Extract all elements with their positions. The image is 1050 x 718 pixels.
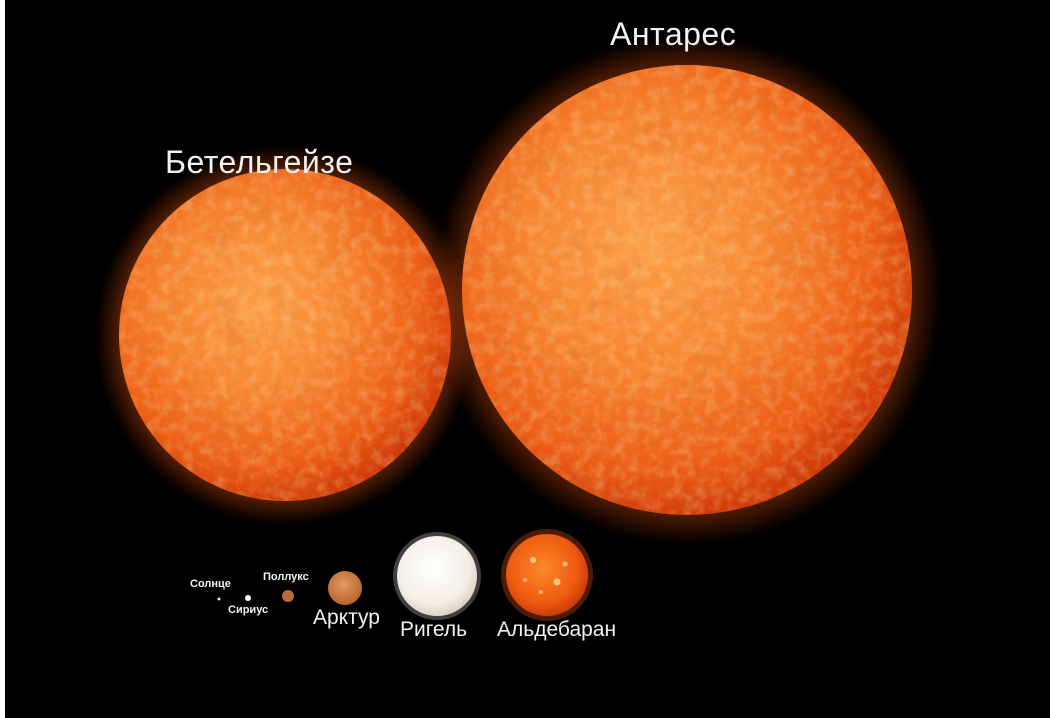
- aldebaran-label: Альдебаран: [497, 618, 617, 641]
- rigel-label: Ригель: [400, 618, 468, 641]
- antares-label: Антарес: [610, 16, 737, 52]
- betelgeuse-star: [95, 145, 475, 525]
- arcturus-label: Арктур: [313, 606, 380, 629]
- pollux-label: Поллукс: [263, 571, 309, 583]
- rigel-star: [393, 532, 481, 620]
- aldebaran-star: [501, 529, 593, 621]
- pollux-star: [282, 590, 294, 602]
- sirius-star: [245, 595, 251, 601]
- antares-star: [432, 35, 942, 545]
- star-size-comparison-image: Антарес Бетельгейзе Солнце Сириус Поллук…: [5, 0, 1050, 718]
- betelgeuse-label: Бетельгейзе: [165, 144, 354, 180]
- sun-star: [217, 597, 221, 601]
- sirius-label: Сириус: [228, 604, 269, 616]
- arcturus-star: [328, 571, 362, 605]
- sun-label: Солнце: [190, 578, 231, 590]
- star-illustration: [95, 35, 942, 621]
